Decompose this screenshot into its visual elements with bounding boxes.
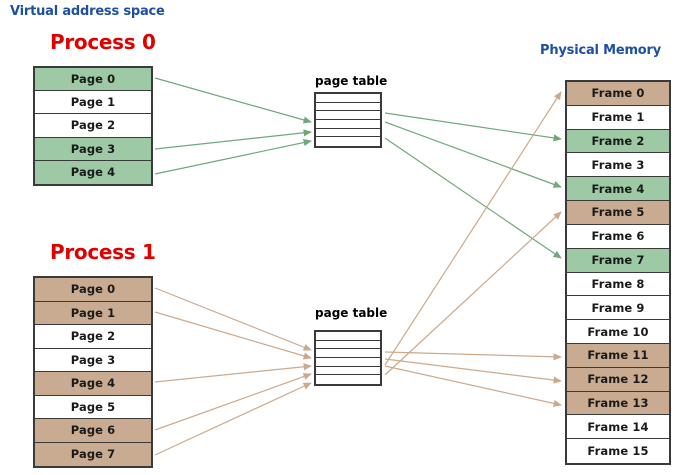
arrow-pagetable0-to-frame (384, 121, 562, 188)
physical-memory-frame-row: Frame 14 (567, 415, 669, 440)
page-table-entry (316, 103, 380, 112)
physical-memory-frame-row: Frame 11 (567, 343, 669, 368)
page-table-1 (314, 330, 382, 386)
process1-page-row: Page 0 (35, 278, 151, 302)
page-table-entry (316, 111, 380, 120)
arrow-process1-to-pagetable (154, 373, 312, 431)
arrow-process0-to-pagetable (154, 139, 312, 175)
page-table-0 (314, 92, 382, 148)
process1-page-row: Page 2 (35, 325, 151, 349)
arrow-process1-to-pagetable (154, 382, 312, 456)
process0-page-row: Page 2 (35, 114, 151, 138)
process0-page-row: Page 0 (35, 68, 151, 92)
process1-title: Process 1 (50, 240, 156, 264)
page-table-entry (316, 375, 380, 384)
page-table-entry (316, 358, 380, 367)
process1-page-row: Page 4 (35, 372, 151, 396)
process1-page-row: Page 7 (35, 442, 151, 466)
arrow-pagetable1-to-frame (384, 211, 562, 376)
physical-memory-frame-row: Frame 9 (567, 296, 669, 321)
physical-memory-frame-row: Frame 2 (567, 129, 669, 154)
physical-memory-title: Physical Memory (540, 43, 662, 58)
physical-memory-frame-row: Frame 3 (567, 153, 669, 178)
page-table-entry (316, 137, 380, 146)
virtual-address-space-title: Virtual address space (10, 4, 165, 19)
process1-page-row: Page 1 (35, 301, 151, 325)
arrow-pagetable0-to-frame (384, 137, 562, 259)
physical-memory-frame-row: Frame 4 (567, 177, 669, 202)
physical-memory-frame-row: Frame 13 (567, 391, 669, 416)
arrow-pagetable1-to-frame (384, 365, 562, 407)
physical-memory-frame-row: Frame 15 (567, 439, 669, 463)
arrow-pagetable0-to-frame (384, 112, 562, 142)
physical-memory-frame-row: Frame 0 (567, 82, 669, 106)
process1-page-row: Page 3 (35, 348, 151, 372)
physical-memory-frame-row: Frame 5 (567, 201, 669, 225)
process0-page-row: Page 3 (35, 137, 151, 161)
arrow-process0-to-pagetable (154, 129, 312, 150)
physical-memory-frame-row: Frame 1 (567, 105, 669, 130)
page-table-entry (316, 332, 380, 341)
arrow-pagetable1-to-frame (384, 91, 562, 366)
physical-memory-frame-row: Frame 8 (567, 272, 669, 297)
process0-page-row: Page 1 (35, 91, 151, 115)
arrow-process1-to-pagetable (154, 311, 312, 360)
page-table-1-label: page table (315, 306, 388, 320)
page-table-entry (316, 129, 380, 138)
page-table-entry (316, 349, 380, 358)
arrow-process0-to-pagetable (154, 77, 312, 124)
page-table-entry (316, 367, 380, 376)
process0-page-row: Page 4 (35, 160, 151, 184)
arrow-process1-to-pagetable (154, 287, 312, 351)
process1-page-row: Page 5 (35, 395, 151, 419)
arrow-pagetable1-to-frame (384, 358, 562, 384)
arrow-pagetable1-to-frame (384, 351, 562, 361)
process1-page-row: Page 6 (35, 419, 151, 443)
page-table-entry (316, 341, 380, 350)
page-table-entry (316, 120, 380, 129)
physical-memory-frame-row: Frame 12 (567, 367, 669, 392)
arrow-process1-to-pagetable (154, 363, 312, 383)
page-table-0-label: page table (315, 74, 388, 88)
physical-memory-frame-row: Frame 7 (567, 248, 669, 273)
page-table-entry (316, 94, 380, 103)
physical-memory-frame-row: Frame 6 (567, 224, 669, 249)
process0-title: Process 0 (50, 30, 156, 54)
physical-memory-frame-row: Frame 10 (567, 320, 669, 344)
